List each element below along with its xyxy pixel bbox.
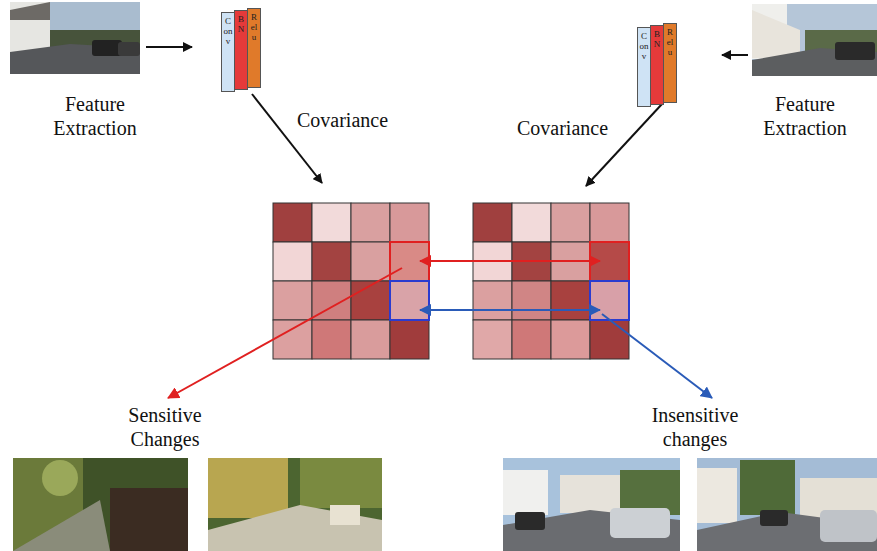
layer-label: Relu	[666, 28, 675, 102]
caption-label: Covariance	[505, 116, 620, 140]
network-layer: Relu	[663, 23, 677, 103]
blue-arrow	[602, 314, 712, 398]
arrow	[252, 94, 322, 183]
scene-photo	[697, 458, 877, 551]
caption-label: Feature Extraction	[30, 92, 160, 140]
layer-label: Conv	[224, 17, 233, 91]
layer-label: BN	[653, 30, 662, 104]
street-photo	[752, 4, 877, 76]
arrow	[722, 54, 748, 56]
scene-photo	[208, 458, 382, 551]
scene-photo	[13, 458, 188, 551]
scene-photo	[503, 458, 680, 551]
network-layer: Conv	[221, 12, 235, 92]
network-layer: BN	[650, 25, 664, 105]
arrow	[586, 104, 662, 186]
caption-label: Sensitive Changes	[100, 403, 230, 451]
blue-arrow	[420, 309, 600, 311]
network-layer: BN	[234, 10, 248, 90]
network-layer: Relu	[247, 8, 261, 88]
red-arrow	[420, 260, 600, 262]
layer-label: BN	[237, 15, 246, 89]
street-photo	[10, 2, 140, 74]
layer-label: Relu	[250, 13, 259, 87]
caption-label: Insensitive changes	[625, 403, 765, 451]
red-arrow	[168, 268, 402, 398]
caption-label: Feature Extraction	[740, 92, 870, 140]
caption-label: Covariance	[285, 108, 400, 132]
covariance-matrix	[473, 203, 629, 359]
layer-label: Conv	[640, 32, 649, 106]
network-layer: Conv	[637, 27, 651, 107]
arrow	[146, 46, 192, 48]
covariance-matrix	[273, 203, 429, 359]
